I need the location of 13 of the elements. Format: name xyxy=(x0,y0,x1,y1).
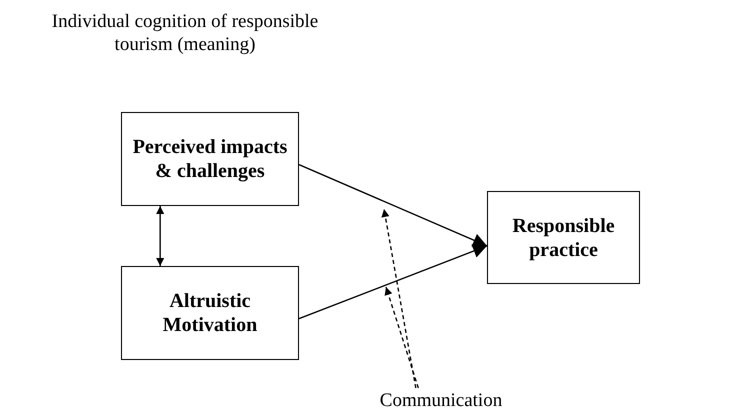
concept-box xyxy=(121,112,299,206)
concept-label: Perceived impacts & challenges xyxy=(132,135,288,183)
arrow xyxy=(298,164,488,247)
arrow xyxy=(156,206,164,266)
concept-box xyxy=(121,266,299,360)
dashed-arrow xyxy=(384,286,419,388)
concept-text: Communication xyxy=(380,389,502,413)
concept-label: Responsible practice xyxy=(511,214,616,262)
concept-box xyxy=(487,191,640,284)
arrow xyxy=(298,244,488,320)
dashed-arrow xyxy=(381,208,416,388)
concept-label: Altruistic Motivation xyxy=(162,289,258,337)
heading-text: Individual cognition of responsible tourism (meaning) xyxy=(50,10,320,56)
